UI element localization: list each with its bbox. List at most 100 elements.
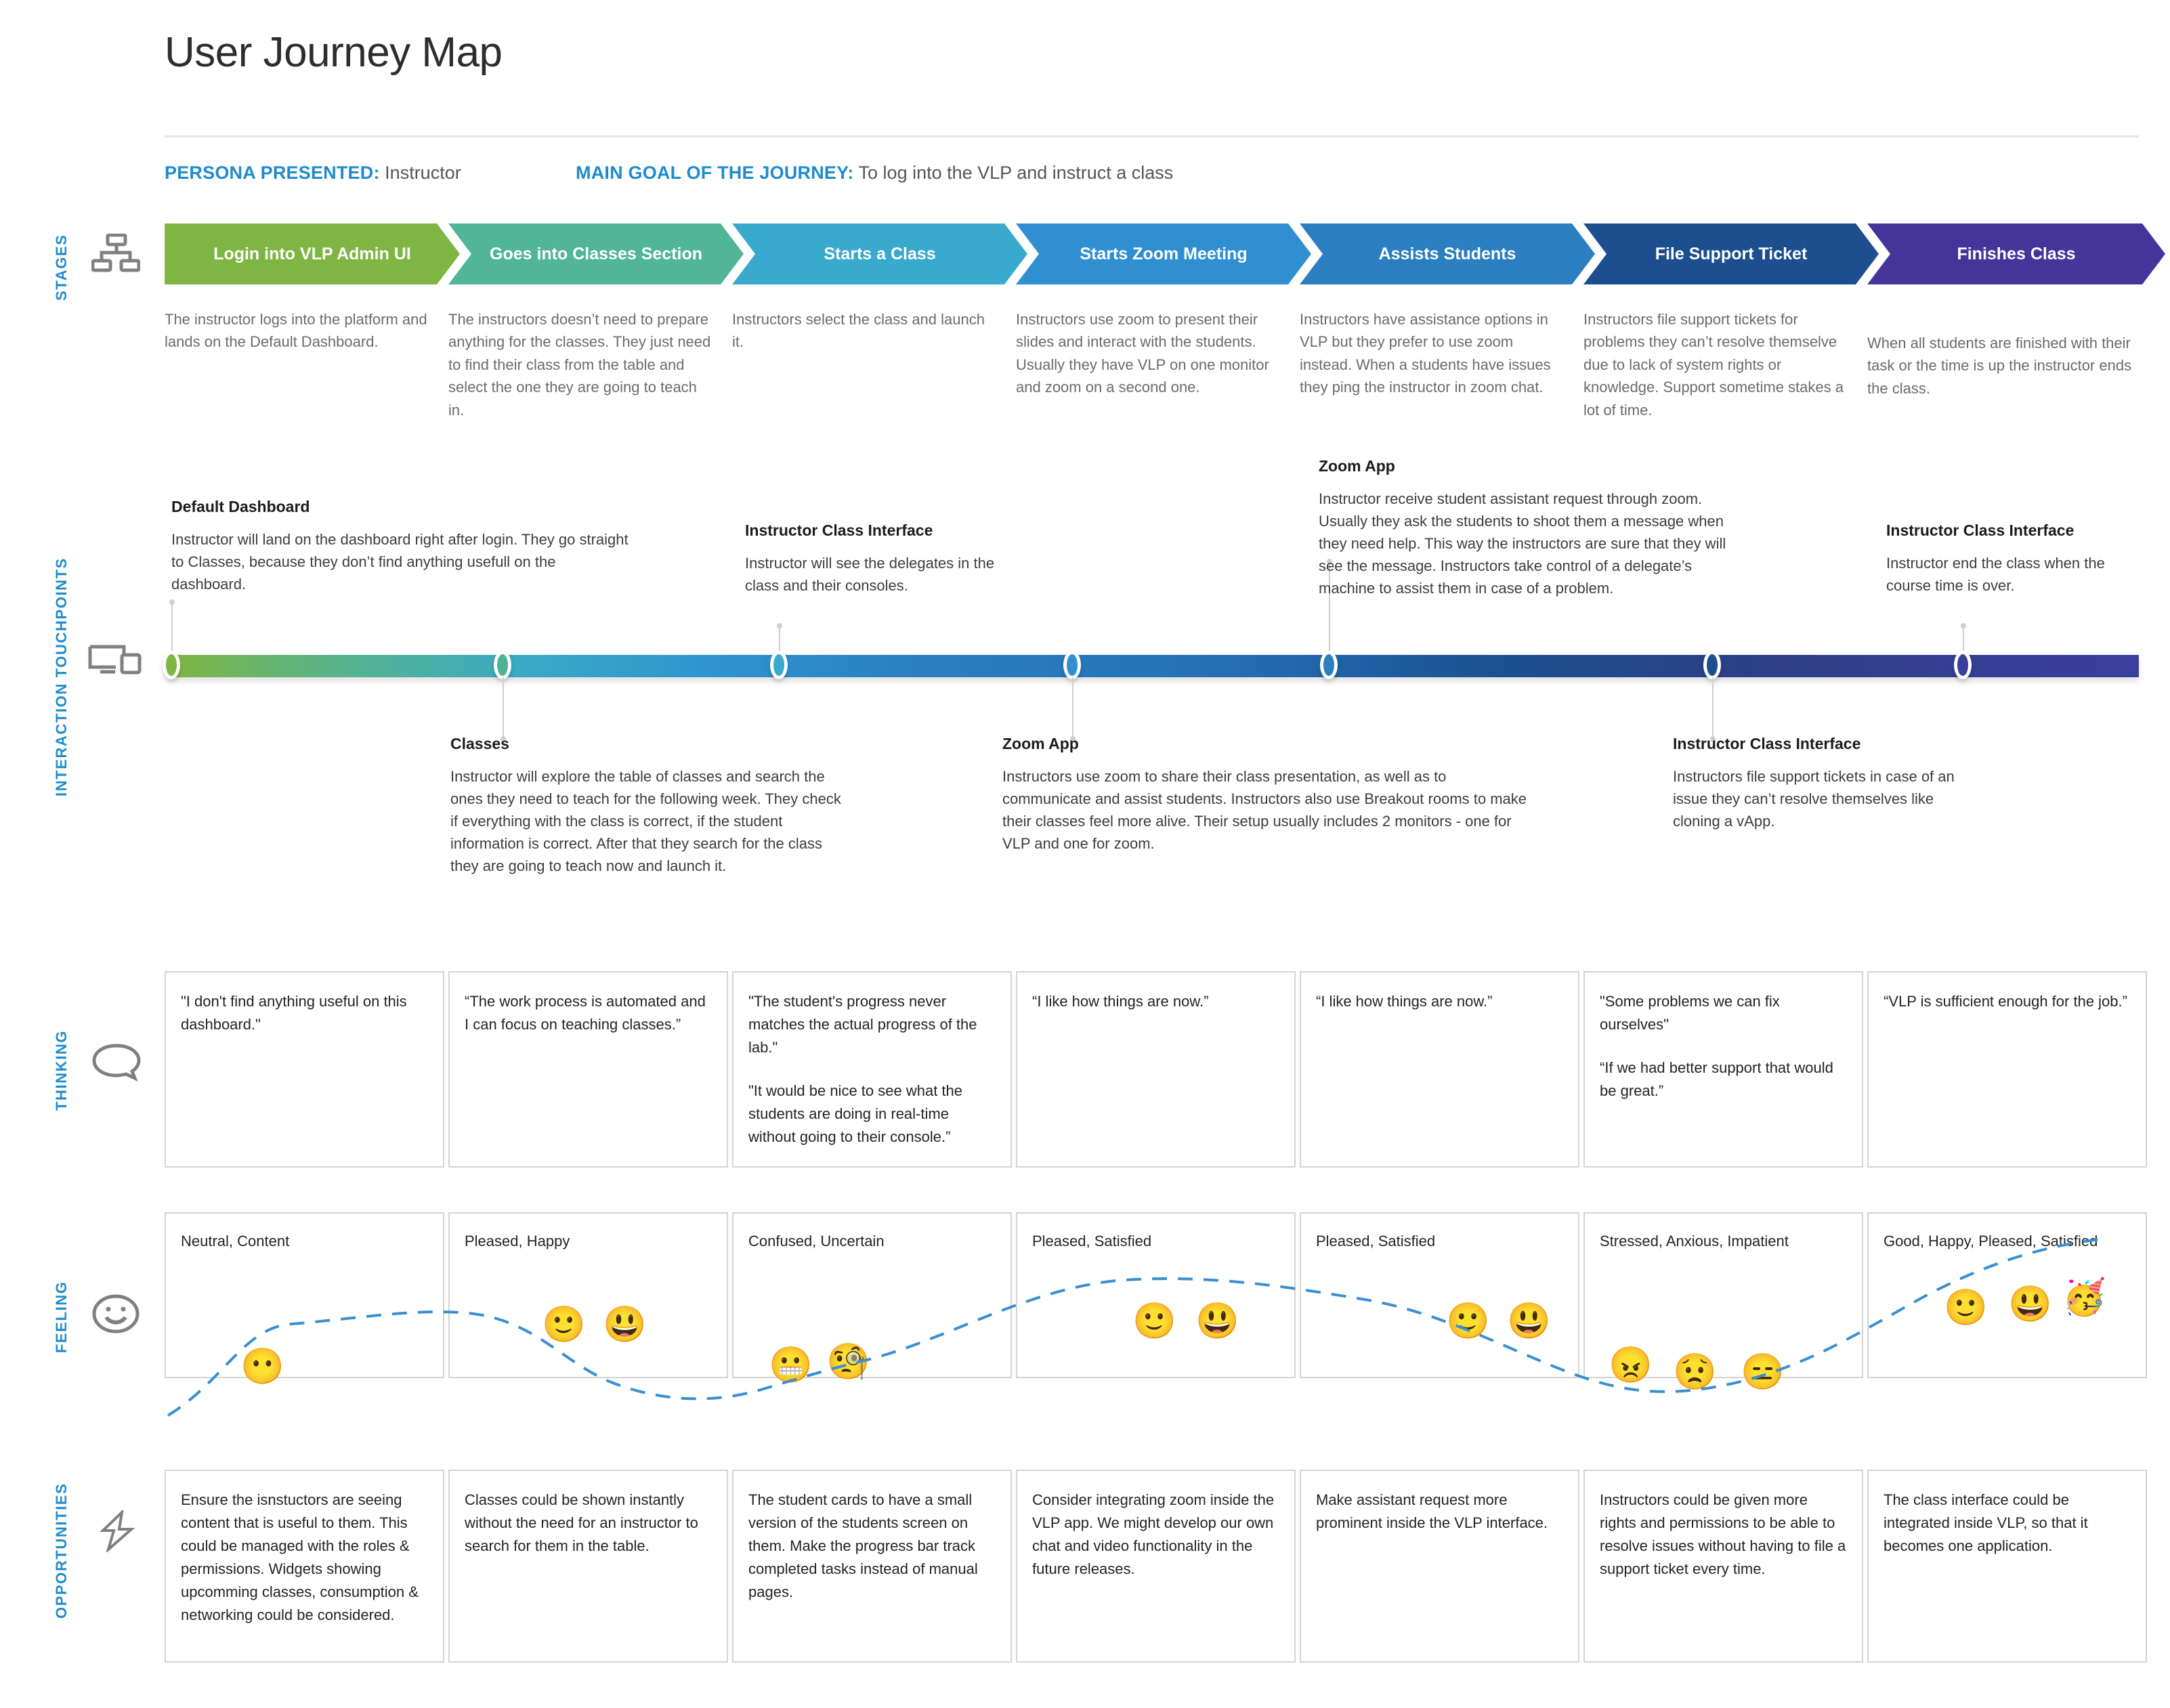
touchpoint-connector: [1961, 623, 1966, 651]
stages-band: Login into VLP Admin UI Goes into Classes…: [165, 223, 2139, 284]
stage-chip[interactable]: Starts a Class: [732, 223, 1027, 284]
rail-label-feeling: FEELING: [53, 1281, 70, 1354]
touchpoint-dot[interactable]: [1954, 651, 1972, 679]
feeling-emoji: 🙂: [1944, 1288, 1988, 1327]
stage-description: Instructors select the class and launch …: [732, 311, 985, 351]
opportunity-card[interactable]: Make assistant request more prominent in…: [1300, 1470, 1579, 1663]
feeling-label: Pleased, Satisfied: [1032, 1233, 1152, 1250]
stage-chip[interactable]: File Support Ticket: [1583, 223, 1879, 284]
rail-label-stages: STAGES: [53, 234, 70, 301]
goal-meta: MAIN GOAL OF THE JOURNEY: To log into th…: [576, 163, 1173, 184]
feeling-card[interactable]: Neutral, Content: [165, 1212, 444, 1378]
stage-label: Login into VLP Admin UI: [213, 244, 411, 263]
thinking-card[interactable]: “The work process is automated and I can…: [448, 971, 728, 1168]
thinking-quote: “I like how things are now.”: [1032, 993, 1209, 1010]
opportunity-card[interactable]: Ensure the isnstuctors are seeing conten…: [165, 1470, 444, 1663]
feeling-emoji: 😶: [240, 1347, 284, 1386]
touchpoint-dot[interactable]: [163, 651, 180, 679]
rail-label-opportunities: OPPORTUNITIES: [53, 1482, 70, 1619]
touchpoint-dot[interactable]: [1703, 651, 1721, 679]
opportunity-card[interactable]: Classes could be shown instantly without…: [448, 1470, 728, 1663]
feeling-label: Stressed, Anxious, Impatient: [1600, 1233, 1789, 1250]
touchpoint-body: Instructors use zoom to share their clas…: [1002, 768, 1527, 852]
touchpoint-body: Instructor will land on the dashboard ri…: [171, 531, 629, 593]
thinking-card[interactable]: “I like how things are now.”: [1016, 971, 1296, 1168]
thinking-quote-group: "I don't find anything useful on this da…: [181, 990, 428, 1036]
thinking-quote-group: “VLP is sufficient enough for the job.”: [1884, 990, 2131, 1013]
opportunity-text: The student cards to have a small versio…: [748, 1491, 978, 1601]
opportunity-card[interactable]: The student cards to have a small versio…: [732, 1470, 1012, 1663]
feeling-label: Pleased, Happy: [465, 1233, 570, 1250]
opportunity-text: The class interface could be integrated …: [1884, 1491, 2088, 1555]
thinking-quote-group: “I like how things are now.”: [1032, 990, 1279, 1013]
stage-description: The instructors doesn’t need to prepare …: [448, 311, 711, 419]
touchpoint-title: Default Dashboard: [171, 498, 310, 515]
touchpoint-timeline: [168, 655, 2139, 677]
feeling-emoji: 🙂: [1446, 1302, 1490, 1341]
opportunity-text: Consider integrating zoom inside the VLP…: [1032, 1491, 1275, 1578]
opportunity-card[interactable]: Instructors could be given more rights a…: [1583, 1470, 1863, 1663]
feeling-emoji: 😃: [603, 1305, 647, 1344]
stage-chip[interactable]: Goes into Classes Section: [448, 223, 744, 284]
touchpoint-title: Instructor Class Interface: [745, 521, 933, 539]
touchpoint-title: Instructor Class Interface: [1673, 735, 1861, 752]
touchpoint-body: Instructor receive student assistant req…: [1319, 490, 1726, 597]
feeling-card[interactable]: Pleased, Happy: [448, 1212, 728, 1378]
stage-description: When all students are finished with thei…: [1867, 335, 2132, 397]
stage-description: Instructors have assistance options in V…: [1300, 311, 1551, 396]
thinking-quote-group: “The work process is automated and I can…: [465, 990, 712, 1036]
touchpoint-title: Zoom App: [1319, 457, 1395, 475]
opportunity-card[interactable]: Consider integrating zoom inside the VLP…: [1016, 1470, 1296, 1663]
thinking-quote: “VLP is sufficient enough for the job.”: [1884, 993, 2127, 1010]
thinking-card[interactable]: “VLP is sufficient enough for the job.”: [1867, 971, 2147, 1168]
thinking-quote-group: “I like how things are now.”: [1316, 990, 1563, 1013]
touchpoint-connector: [169, 599, 175, 651]
touchpoint-connector: [501, 677, 506, 742]
feeling-label: Good, Happy, Pleased, Satisfied: [1884, 1233, 2098, 1250]
thinking-quote-group: "Some problems we can fix ourselves"“If …: [1600, 990, 1847, 1103]
org-chart-icon: [91, 233, 141, 278]
opportunity-text: Classes could be shown instantly without…: [465, 1491, 698, 1555]
thinking-quote-group: "The student's progress never matches th…: [748, 990, 996, 1149]
touchpoint-body: Instructors file support tickets in case…: [1673, 768, 1955, 830]
stage-label: File Support Ticket: [1655, 244, 1808, 263]
stage-chip[interactable]: Assists Students: [1300, 223, 1595, 284]
thinking-quote: "Some problems we can fix ourselves": [1600, 993, 1780, 1033]
goal-value: To log into the VLP and instruct a class: [858, 163, 1174, 183]
stage-label: Finishes Class: [1957, 244, 2076, 263]
feeling-emoji: 🧐: [826, 1342, 870, 1382]
smiley-face-icon: [91, 1294, 140, 1338]
stage-chip[interactable]: Starts Zoom Meeting: [1016, 223, 1311, 284]
stage-description: The instructor logs into the platform an…: [165, 311, 427, 351]
feeling-emoji: 😃: [1195, 1302, 1239, 1341]
rail-label-thinking: THINKING: [53, 1029, 70, 1111]
thinking-card[interactable]: “I like how things are now.”: [1300, 971, 1579, 1168]
stage-chip[interactable]: Login into VLP Admin UI: [165, 223, 460, 284]
touchpoint-title: Zoom App: [1002, 735, 1079, 752]
touchpoint-dot[interactable]: [1063, 651, 1081, 679]
stage-description: Instructors use zoom to present their sl…: [1016, 311, 1269, 396]
touchpoint-title: Instructor Class Interface: [1886, 521, 2075, 539]
stage-chip[interactable]: Finishes Class: [1867, 223, 2165, 284]
feeling-card[interactable]: Pleased, Satisfied: [1300, 1212, 1579, 1378]
thinking-card[interactable]: "Some problems we can fix ourselves"“If …: [1583, 971, 1863, 1168]
feeling-label: Neutral, Content: [181, 1233, 290, 1250]
touchpoint-dot[interactable]: [770, 651, 788, 679]
touchpoint-body: Instructor will explore the table of cla…: [450, 768, 841, 874]
stage-label: Goes into Classes Section: [490, 244, 702, 263]
rail-label-interaction-touchpoints: INTERACTION TOUCHPOINTS: [53, 557, 70, 797]
thinking-card[interactable]: "I don't find anything useful on this da…: [165, 971, 444, 1168]
opportunity-card[interactable]: The class interface could be integrated …: [1867, 1470, 2147, 1663]
thinking-card[interactable]: "The student's progress never matches th…: [732, 971, 1012, 1168]
devices-icon: [88, 643, 142, 686]
feeling-card[interactable]: Pleased, Satisfied: [1016, 1212, 1296, 1378]
stage-label: Assists Students: [1378, 244, 1516, 263]
thinking-quote: "It would be nice to see what the studen…: [748, 1082, 963, 1146]
feeling-emoji: 🥳: [2062, 1278, 2106, 1317]
touchpoint-dot[interactable]: [494, 651, 511, 679]
touchpoint-dot[interactable]: [1320, 651, 1338, 679]
